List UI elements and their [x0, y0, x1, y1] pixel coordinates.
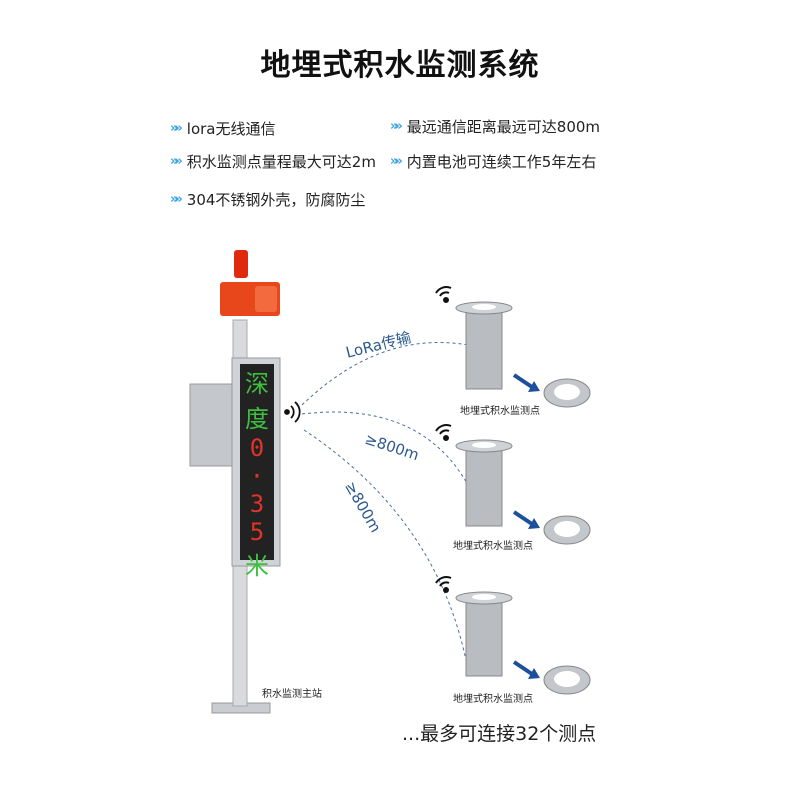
sensor-unit	[435, 576, 591, 695]
feature-item: »»lora无线通信	[170, 118, 276, 139]
feature-item: »»积水监测点量程最大可达2m	[170, 151, 376, 172]
feature-item: »»最远通信距离最远可达800m	[390, 116, 600, 137]
feature-text: 内置电池可连续工作5年左右	[406, 153, 597, 171]
main-station-label: 积水监测主站	[262, 689, 322, 700]
sensor-label: 地埋式积水监测点	[453, 694, 533, 705]
feature-item: »»304不锈钢外壳，防腐防尘	[170, 189, 365, 210]
page-title: 地埋式积水监测系统	[260, 48, 540, 83]
arrow-icon	[512, 660, 534, 676]
display-char: 5	[249, 518, 265, 546]
wireless-signal-icon	[435, 286, 452, 303]
led-depth-display: 深 度 0 · 3 5 米	[240, 364, 274, 580]
display-char: 米	[245, 552, 269, 580]
display-char: 度	[245, 405, 269, 433]
lora-links	[301, 342, 469, 671]
wireless-signal-icon	[435, 424, 452, 441]
feature-item: »»内置电池可连续工作5年左右	[390, 151, 596, 172]
display-char: 深	[245, 370, 269, 398]
alarm-horn-icon	[220, 250, 280, 316]
wireless-signal-icon	[284, 401, 301, 423]
sensor-unit	[435, 424, 591, 545]
arrow-icon	[512, 373, 534, 389]
sensor-label: 地埋式积水监测点	[453, 541, 533, 552]
feature-text: lora无线通信	[186, 120, 276, 138]
display-char: 3	[249, 490, 265, 518]
display-char: ·	[249, 462, 265, 490]
feature-text: 积水监测点量程最大可达2m	[186, 153, 376, 171]
feature-text: 304不锈钢外壳，防腐防尘	[186, 191, 366, 209]
wireless-signal-icon	[435, 576, 452, 593]
arrow-icon	[512, 510, 534, 526]
sensor-label: 地埋式积水监测点	[460, 406, 540, 417]
display-char: 0	[249, 434, 265, 462]
footer-note: ...最多可连接32个测点	[402, 723, 597, 745]
sensor-unit	[435, 286, 591, 408]
feature-text: 最远通信距离最远可达800m	[406, 118, 601, 136]
